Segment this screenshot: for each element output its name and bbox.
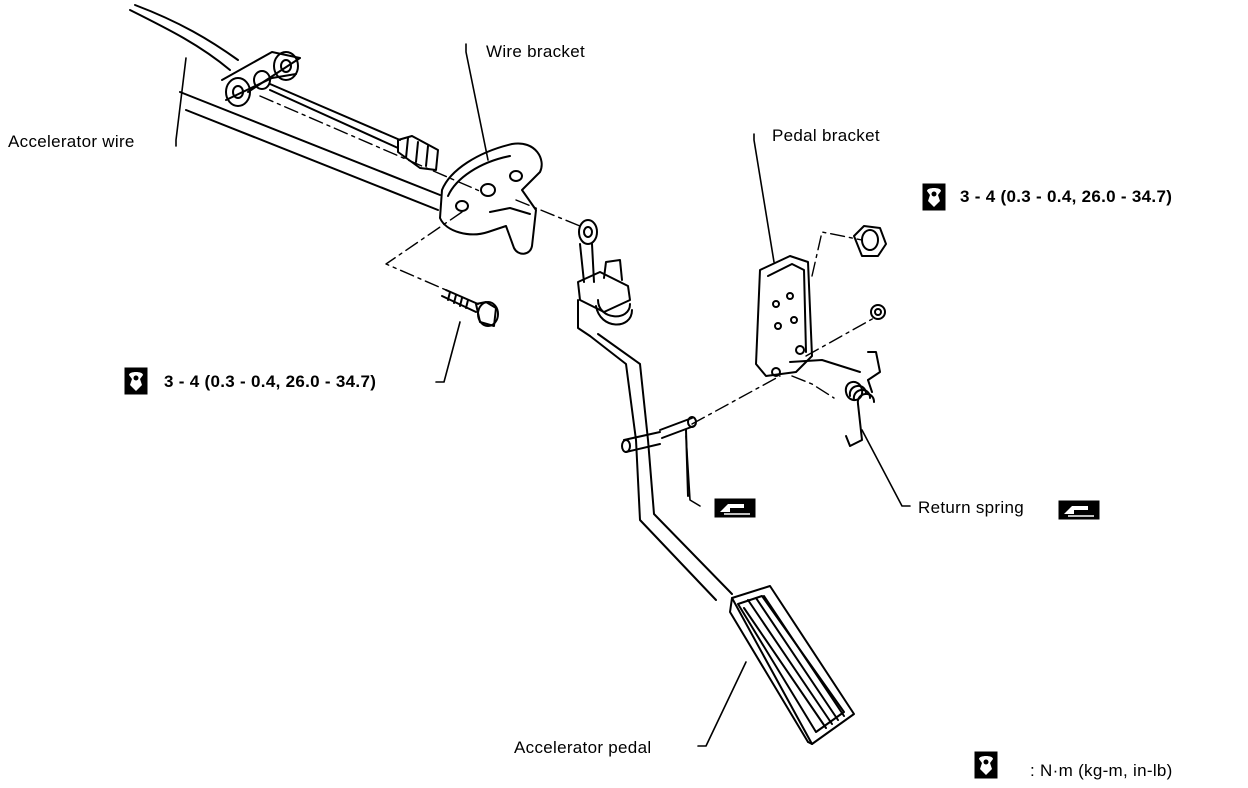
leader-lines: [175, 43, 911, 747]
torque-wrench-icon: [922, 183, 946, 211]
accelerator-wire: [129, 4, 441, 211]
torque-wrench-icon: [974, 751, 998, 779]
pivot-pin: [659, 416, 697, 497]
bolt-torque-spec: 3 - 4 (0.3 - 0.4, 26.0 - 34.7): [164, 372, 377, 391]
nut-torque-spec: 3 - 4 (0.3 - 0.4, 26.0 - 34.7): [960, 187, 1173, 206]
grease-icon: [714, 498, 756, 518]
pedal-bracket-label: Pedal bracket: [772, 126, 880, 145]
pedal-bracket: [755, 255, 861, 377]
bracket-nut: [853, 225, 887, 257]
accelerator-pedal-label: Accelerator pedal: [514, 738, 652, 757]
pedal-arm: [577, 219, 733, 601]
retaining-clip: [870, 304, 886, 320]
wire-bracket: [439, 142, 543, 255]
torque-legend: : N·m (kg-m, in-lb): [1030, 761, 1173, 780]
mounting-bolt: [441, 289, 499, 327]
grease-icon: [1058, 500, 1100, 520]
accelerator-pedal: [729, 585, 855, 745]
accelerator-wire-label: Accelerator wire: [8, 132, 135, 151]
return-spring: [844, 351, 881, 447]
wire-bracket-label: Wire bracket: [486, 42, 586, 61]
alignment-lines: [259, 95, 875, 425]
return-spring-label: Return spring: [918, 498, 1024, 517]
torque-wrench-icon: [124, 367, 148, 395]
